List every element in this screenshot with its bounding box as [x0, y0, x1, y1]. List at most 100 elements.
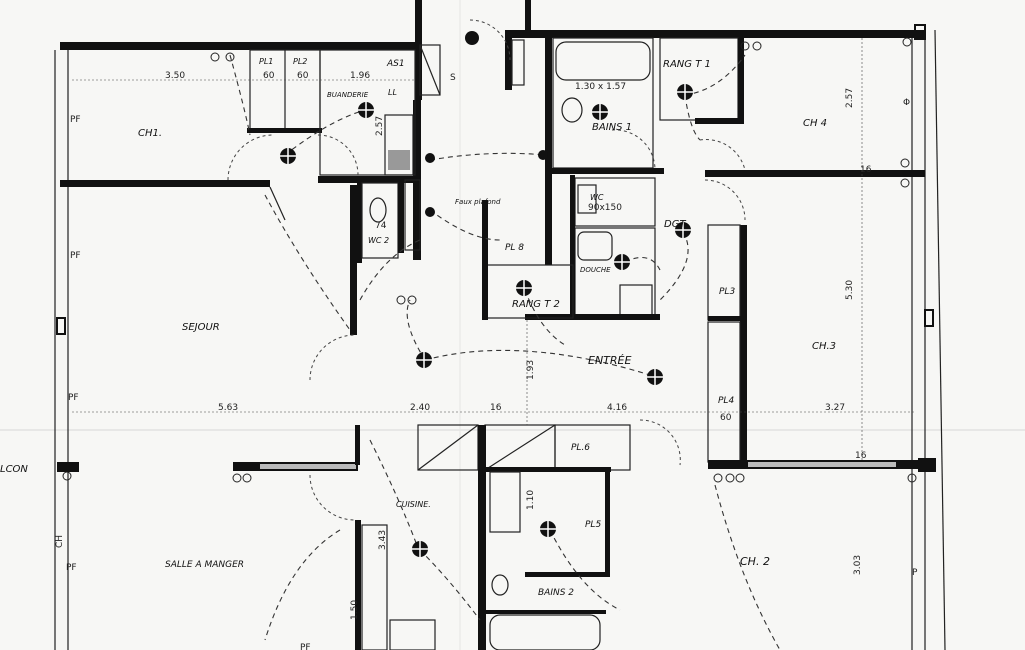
wall-light-icon [538, 150, 548, 160]
dimension-label: 90x150 [588, 203, 622, 213]
socket-icon [740, 41, 750, 51]
wall-bains2 [486, 467, 611, 472]
radiator-icon [918, 458, 936, 472]
wiring [229, 54, 251, 136]
ceiling-light-icon [416, 352, 432, 368]
wiring [264, 194, 351, 331]
facade-right-outer [934, 29, 946, 650]
room-label-dgt: DGT [664, 219, 686, 230]
wall-top-left [60, 42, 418, 50]
radiator-icon [57, 462, 79, 472]
dimension-label: 1.30 x 1.57 [575, 82, 626, 92]
door-swing [699, 139, 746, 171]
wall-wc2 [398, 183, 404, 253]
toilet-icon-2 [577, 184, 597, 214]
bathtub-icon [555, 41, 651, 81]
wiring [284, 109, 366, 156]
dimension-label: 60 [263, 71, 275, 81]
room-label-wc2: WC 2 [368, 236, 389, 245]
buanderie-outline [319, 49, 416, 176]
dimension-label: 1.50 [350, 600, 360, 620]
ceiling-light-icon [614, 254, 630, 270]
dimension-label: 60 [297, 71, 309, 81]
radiator-icon [924, 309, 934, 327]
door-swing [704, 179, 746, 221]
wall-pl5 [605, 467, 610, 577]
wall-ch4 [705, 170, 925, 177]
door-leaf [269, 186, 286, 221]
dimension-label: 74 [375, 221, 387, 231]
room-label-salle-a-manger: SALLE A MANGER [165, 560, 244, 570]
door-swing [317, 134, 359, 176]
room-label-ch1: CH1. [138, 128, 162, 139]
duct-cross [419, 44, 441, 96]
socket-icon [396, 295, 406, 305]
duct [419, 44, 441, 96]
dimension-label: 60 [720, 413, 732, 423]
symbol-label-pf: PF [300, 643, 311, 650]
dimension-label: 3.50 [165, 71, 185, 81]
socket-icon [902, 37, 912, 47]
socket-icon [225, 52, 235, 62]
room-label-ch3: CH.3 [812, 341, 836, 352]
dimension-label: 2.57 [845, 88, 855, 108]
wall-core [525, 0, 531, 35]
placard-label-ll: LL [388, 88, 397, 97]
wiring [684, 94, 701, 141]
wiring [264, 529, 341, 641]
socket-icon [210, 52, 220, 62]
sockets [62, 37, 917, 483]
ceiling-light-icon [412, 541, 428, 557]
door-swing [611, 129, 656, 171]
dimension-label: 1.93 [526, 360, 536, 380]
balcony-hatch [260, 464, 356, 469]
wiring [659, 231, 689, 301]
wall-ch1 [318, 176, 413, 183]
room-label-balcon: LCON [0, 464, 28, 475]
wall-core [415, 0, 422, 100]
placard-label-pl2: PL2 [293, 57, 307, 66]
wiring [549, 529, 621, 611]
ceiling-light-icon [465, 31, 479, 45]
socket-icon [407, 295, 417, 305]
placard-label-pl8: PL 8 [505, 243, 524, 253]
socket-icon [752, 41, 762, 51]
room-label-rang1: RANG T 1 [663, 59, 711, 70]
socket-icon [232, 473, 242, 483]
dimension-label: 4.16 [607, 403, 627, 413]
room-label-bains1: BAINS 1 [592, 122, 632, 133]
symbol-label-p: P [912, 568, 918, 578]
wall-light-icon [425, 207, 435, 217]
dimension-label: 5.63 [218, 403, 238, 413]
placard-cross [484, 424, 556, 471]
ceiling-light-icon [675, 222, 691, 238]
symbol-label-pf: PF [70, 115, 81, 125]
duct-2 [404, 179, 421, 251]
drain-grid [388, 150, 410, 170]
ceiling-light-icon [516, 280, 532, 296]
ceiling-light-icon [540, 521, 556, 537]
dimension-label: 2.40 [410, 403, 430, 413]
room-label-bains2: BAINS 2 [538, 588, 574, 598]
wall-wc2 [357, 183, 362, 263]
wall-bains2 [486, 610, 606, 614]
dimension-label: 1.10 [526, 490, 536, 510]
wiring [419, 549, 481, 621]
wall-rang1 [738, 38, 744, 124]
socket-icon [907, 473, 917, 483]
placard-label-pl6: PL.6 [571, 443, 590, 453]
wiring [714, 484, 781, 650]
wiring [524, 289, 566, 346]
placard-cross [417, 424, 479, 471]
socket-icon [735, 473, 745, 483]
duct-4 [489, 471, 521, 533]
wall-core [545, 35, 552, 265]
socket-icon [725, 473, 735, 483]
toilet-icon [369, 197, 387, 223]
dimension-label: 3.43 [378, 530, 388, 550]
symbol-label-phi: Φ [903, 98, 910, 108]
symbol-label-ch: CH [55, 535, 65, 548]
dimension-label: 2.57 [375, 116, 385, 136]
room-label-ch4: CH 4 [803, 118, 827, 129]
